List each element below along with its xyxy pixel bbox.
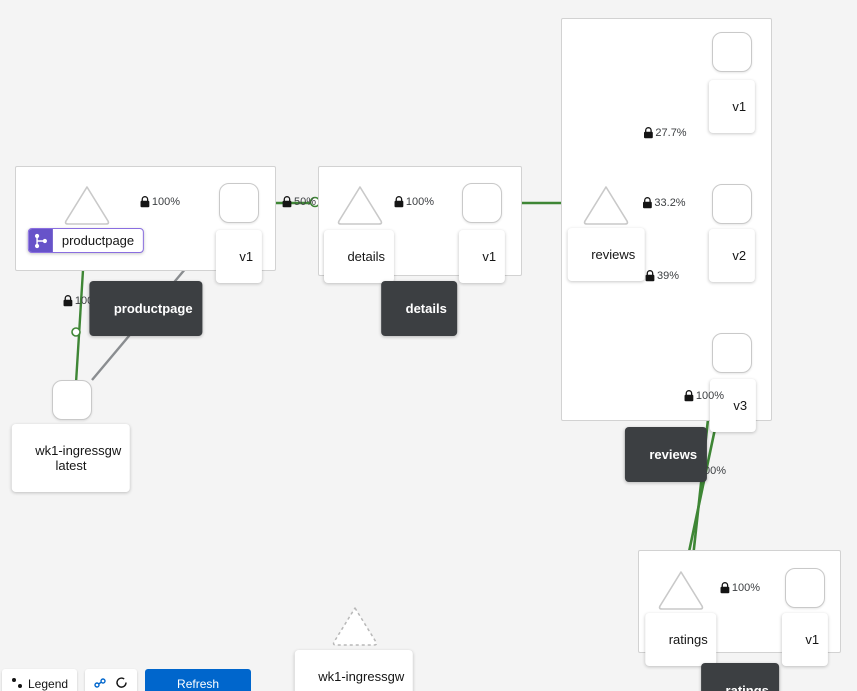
- node-label-text: v1: [732, 99, 747, 114]
- lock-icon: [643, 127, 653, 139]
- edge-label-productpage-v1[interactable]: 100%: [140, 196, 180, 208]
- graph-bottom-toolbar[interactable]: Legend Refresh: [0, 669, 252, 691]
- node-label-text: wk1-ingressgw latest: [35, 443, 122, 473]
- edge-label-text: 100%: [151, 195, 181, 208]
- node-workload-ingressgw[interactable]: [52, 380, 92, 420]
- node-label-ratings-v1[interactable]: v1: [781, 613, 829, 666]
- primary-action-label: Refresh: [177, 677, 220, 691]
- group-tooltip-productpage: productpage: [89, 281, 203, 336]
- edge-label-text: 100%: [697, 464, 727, 477]
- edge-label-text: 100%: [695, 389, 725, 402]
- node-label-ingressgw-service[interactable]: wk1-ingressgw: [294, 650, 414, 691]
- edge-label-text: 39%: [656, 269, 680, 282]
- node-workload-productpage-v1[interactable]: [219, 183, 259, 223]
- node-workload-details-v1[interactable]: [462, 183, 502, 223]
- refresh-icon: [115, 676, 128, 691]
- node-workload-reviews-v3[interactable]: [712, 333, 752, 373]
- node-service-reviews[interactable]: [581, 183, 631, 227]
- node-label-ingressgw-latest[interactable]: wk1-ingressgw latest: [11, 424, 131, 492]
- zoom-chip[interactable]: [85, 669, 138, 691]
- lock-icon: [642, 197, 652, 209]
- lock-icon: [282, 196, 292, 208]
- edge-label-reviews-v2[interactable]: 33.2%: [642, 196, 686, 209]
- lock-icon: [720, 582, 730, 594]
- node-workload-reviews-v1[interactable]: [712, 32, 752, 72]
- group-tooltip-details: details: [381, 281, 457, 336]
- node-workload-ratings-v1[interactable]: [785, 568, 825, 608]
- node-label-details[interactable]: details: [323, 230, 395, 283]
- group-tooltip-reviews: reviews: [624, 427, 708, 482]
- node-service-ratings[interactable]: [656, 568, 706, 612]
- edge-label-text: 33.2%: [654, 196, 686, 209]
- node-label-productpage[interactable]: productpage: [27, 228, 145, 253]
- node-label-details-v1[interactable]: v1: [458, 230, 506, 283]
- node-label-reviews[interactable]: reviews: [567, 228, 645, 281]
- tooltip-text: ratings: [725, 683, 769, 691]
- group-tooltip-ratings: ratings: [701, 663, 779, 691]
- node-label-reviews-v1[interactable]: v1: [708, 80, 756, 133]
- node-service-details[interactable]: [335, 183, 385, 227]
- node-label-text: productpage: [61, 233, 135, 248]
- edge-label-text: 27.7%: [655, 126, 687, 139]
- node-label-text: v1: [482, 249, 497, 264]
- node-label-text: v1: [239, 249, 254, 264]
- tooltip-text: reviews: [649, 447, 698, 462]
- node-label-text: reviews: [591, 247, 636, 262]
- lock-icon: [140, 196, 150, 208]
- lock-icon: [684, 390, 694, 402]
- edge-label-text: 100%: [405, 195, 435, 208]
- node-service-ingressgw-idle[interactable]: [330, 604, 380, 648]
- edge-label-reviews-v1[interactable]: 27.7%: [643, 126, 687, 139]
- edge-label-reviews-v3[interactable]: 39%: [645, 270, 679, 282]
- node-label-text: wk1-ingressgw: [318, 669, 405, 684]
- tooltip-text: productpage: [113, 301, 193, 316]
- edge-label-ratings-v1[interactable]: 100%: [720, 582, 760, 594]
- tooltip-text: details: [405, 301, 447, 316]
- edge-label-reviews-v3-ratings[interactable]: 100%: [684, 390, 724, 402]
- edge-label-text: 100%: [75, 295, 103, 307]
- legend-icon: [11, 677, 23, 691]
- node-label-text: details: [347, 249, 386, 264]
- lock-icon: [645, 270, 655, 282]
- node-label-text: ratings: [668, 632, 708, 647]
- primary-action-button[interactable]: Refresh: [145, 669, 252, 691]
- node-label-reviews-v2[interactable]: v2: [708, 229, 756, 282]
- node-service-productpage[interactable]: [62, 183, 112, 227]
- legend-chip[interactable]: Legend: [2, 669, 78, 691]
- edge-label-ingressgw-productpage[interactable]: 100%: [63, 295, 103, 307]
- node-label-text: v1: [805, 632, 820, 647]
- legend-label: Legend: [28, 677, 69, 691]
- edge-label-text: 100%: [731, 581, 761, 594]
- edge-label-text: 50%: [293, 195, 317, 208]
- lock-icon: [394, 196, 404, 208]
- node-label-ratings[interactable]: ratings: [645, 613, 717, 666]
- node-label-reviews-v3[interactable]: v3: [709, 379, 757, 432]
- lock-icon: [63, 295, 73, 307]
- edge-label-productpage-v1-details[interactable]: 50%: [282, 196, 316, 208]
- graph-icon: [94, 677, 110, 691]
- node-label-productpage-v1[interactable]: v1: [215, 230, 263, 283]
- edge-marker-dot: [71, 327, 81, 337]
- code-branch-icon: [28, 229, 53, 252]
- node-label-text: v2: [732, 248, 747, 263]
- node-label-text: v3: [733, 398, 748, 413]
- edge-label-details-v1[interactable]: 100%: [394, 196, 434, 208]
- node-workload-reviews-v2[interactable]: [712, 184, 752, 224]
